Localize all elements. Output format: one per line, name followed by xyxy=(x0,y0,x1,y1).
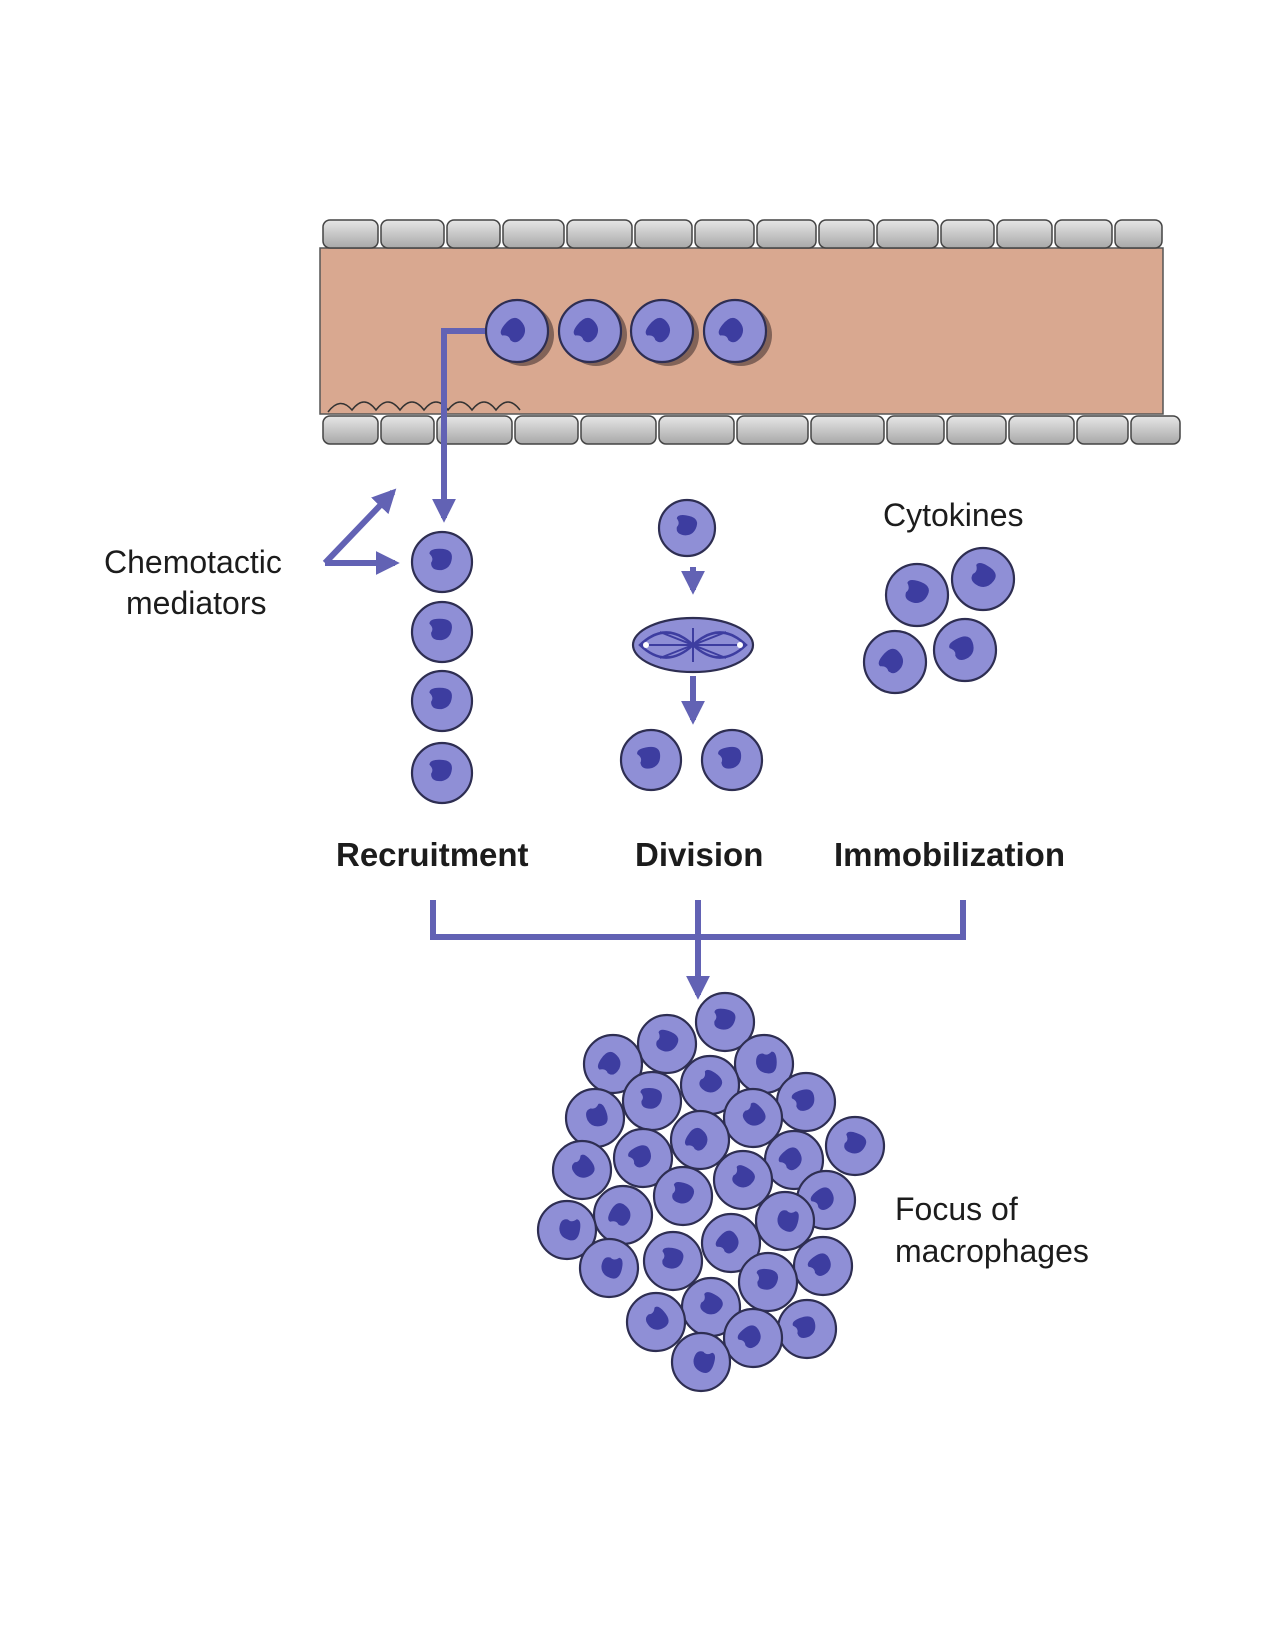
division-label: Division xyxy=(635,836,763,873)
macrophage-cell xyxy=(950,546,1016,612)
recruitment-arrow xyxy=(432,328,485,523)
macrophage-cell xyxy=(410,600,474,664)
macrophage-cell xyxy=(657,498,717,558)
macrophage-cell xyxy=(775,1071,837,1133)
macrophage-cell xyxy=(862,629,928,695)
macrophage-cell xyxy=(670,1331,732,1393)
endothelial-cell xyxy=(818,219,875,249)
macrophage-cell xyxy=(680,1276,742,1338)
endothelial-cell xyxy=(634,219,693,249)
endothelial-cell xyxy=(756,219,817,249)
endothelial-cell xyxy=(1008,415,1075,445)
macrophage-cell xyxy=(884,562,950,628)
macrophage-cell xyxy=(592,1184,654,1246)
macrophage-cell xyxy=(410,530,474,594)
macrophage-cell xyxy=(629,298,695,364)
macrophage-cell xyxy=(652,1165,714,1227)
endothelial-cell xyxy=(322,219,379,249)
macrophage-cell xyxy=(702,298,768,364)
endothelial-cell xyxy=(1054,219,1113,249)
macrophage-cell xyxy=(564,1087,626,1149)
endothelial-cell xyxy=(946,415,1007,445)
macrophage-cell xyxy=(700,728,764,792)
macrophage-cell xyxy=(557,298,623,364)
focus-label-line1: Focus of xyxy=(895,1191,1018,1227)
macrophage-cell xyxy=(722,1087,784,1149)
macrophage-cell xyxy=(612,1127,674,1189)
endothelial-cell xyxy=(996,219,1053,249)
endothelial-cell xyxy=(380,219,445,249)
endothelial-cell xyxy=(876,219,939,249)
endothelial-cell xyxy=(886,415,945,445)
endothelial-cell xyxy=(810,415,885,445)
chemotactic-label-line1: Chemotactic xyxy=(104,544,282,580)
immobilization-label: Immobilization xyxy=(834,836,1065,873)
endothelial-cell xyxy=(1130,415,1181,445)
endothelial-cell xyxy=(694,219,755,249)
macrophage-cell xyxy=(737,1251,799,1313)
macrophage-cell xyxy=(754,1190,816,1252)
focus-label-line2: macrophages xyxy=(895,1233,1089,1269)
macrophage-cell xyxy=(642,1230,704,1292)
endothelial-cell xyxy=(658,415,735,445)
endothelial-cell xyxy=(380,415,435,445)
chemotactic-arrow-upper xyxy=(322,488,397,566)
macrophage-cell xyxy=(694,991,756,1053)
endothelial-cell xyxy=(1076,415,1129,445)
macrophage-cell xyxy=(679,1054,741,1116)
macrophage-cell xyxy=(700,1212,762,1274)
endothelial-cell xyxy=(514,415,579,445)
endothelial-cell xyxy=(566,219,633,249)
mitotic-spindle-cell xyxy=(631,616,755,674)
chemotactic-label-line2: mediators xyxy=(126,585,267,621)
cytokines-label: Cytokines xyxy=(883,497,1024,533)
macrophage-cell xyxy=(932,617,998,683)
macrophage-cell xyxy=(733,1033,795,1095)
macrophage-cell xyxy=(536,1199,598,1261)
endothelial-cell xyxy=(436,415,513,445)
macrophage-cell xyxy=(636,1013,698,1075)
blood-vessel xyxy=(319,219,1181,445)
macrophage-cell xyxy=(484,298,550,364)
macrophage-cell xyxy=(621,1070,683,1132)
macrophage-cell xyxy=(578,1237,640,1299)
macrophage-cell xyxy=(669,1109,731,1171)
immobilized-macrophages xyxy=(862,546,1016,695)
macrophage-cell xyxy=(582,1033,644,1095)
macrophage-cell xyxy=(410,741,474,805)
macrophage-focus-cluster xyxy=(536,991,886,1393)
adherent-platelet-spikes xyxy=(327,401,521,413)
vessel-wall-bottom xyxy=(322,415,1181,445)
recruited-monocytes xyxy=(410,530,474,805)
daughter-macrophages xyxy=(619,728,764,792)
dividing-macrophage xyxy=(657,498,717,558)
endothelial-cell xyxy=(580,415,657,445)
macrophage-cell xyxy=(551,1139,613,1201)
macrophage-cell xyxy=(824,1115,886,1177)
recruitment-label: Recruitment xyxy=(336,836,529,873)
macrophage-cell xyxy=(763,1129,825,1191)
vessel-wall-top xyxy=(322,219,1163,249)
endothelial-cell xyxy=(322,415,379,445)
endothelial-cell xyxy=(446,219,501,249)
macrophage-cell xyxy=(619,728,683,792)
macrophage-cell xyxy=(776,1298,838,1360)
macrophage-cell xyxy=(712,1149,774,1211)
endothelial-cell xyxy=(736,415,809,445)
endothelial-cell xyxy=(1114,219,1163,249)
endothelial-cell xyxy=(502,219,565,249)
macrophage-cell xyxy=(410,669,474,733)
macrophage-cell xyxy=(625,1291,687,1353)
macrophage-cell xyxy=(722,1307,784,1369)
endothelial-cell xyxy=(940,219,995,249)
circulating-monocytes xyxy=(484,298,772,366)
macrophage-cell xyxy=(792,1235,854,1297)
